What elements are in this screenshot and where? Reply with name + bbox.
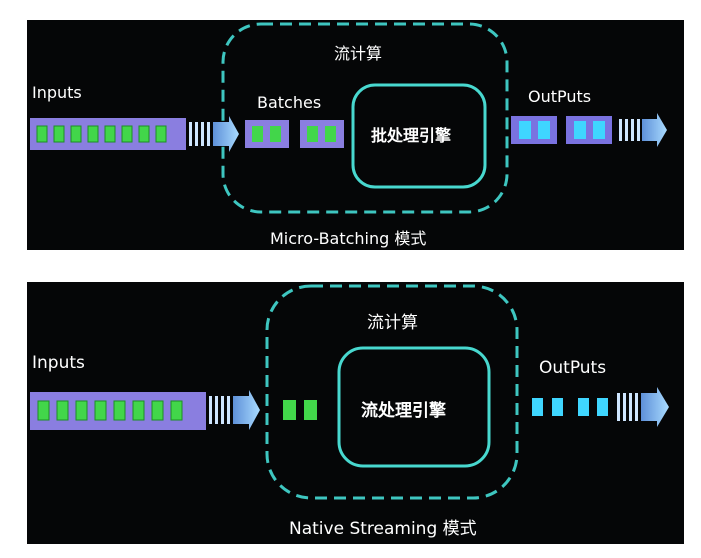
output-cell: [578, 398, 589, 416]
output-cell: [597, 398, 608, 416]
stream-compute-label: 流计算: [334, 44, 383, 63]
batch-engine-box: [351, 83, 487, 189]
input-cell: [113, 400, 126, 421]
stream-engine-label: 流处理引擎: [361, 401, 446, 421]
input-cell: [53, 125, 65, 143]
arrow-right-icon: [189, 116, 239, 152]
output-cell: [552, 398, 563, 416]
input-cell: [151, 400, 164, 421]
arrow-right-icon: [617, 387, 669, 427]
input-cell: [104, 125, 116, 143]
stream-compute-boundary: [265, 284, 519, 500]
batch-block: [300, 120, 344, 148]
event-cell: [283, 400, 296, 420]
batch-block: [245, 120, 289, 148]
output-cell: [593, 121, 605, 139]
batch-cell: [325, 126, 336, 142]
input-cell: [94, 400, 107, 421]
native-streaming-diagram: [30, 284, 669, 500]
batch-cell: [270, 126, 281, 142]
micro-batching-diagram: [30, 22, 667, 214]
outputs-label: OutPuts: [528, 87, 592, 106]
native-streaming-caption: Native Streaming 模式: [289, 519, 477, 539]
input-cell: [138, 125, 150, 143]
event-cell: [304, 400, 317, 420]
inputs-label: Inputs: [32, 83, 82, 102]
stream-compute-boundary: [221, 22, 509, 214]
arrow-right-icon: [619, 113, 667, 147]
stream-engine-box: [337, 346, 491, 468]
arrow-right-icon: [209, 390, 260, 430]
output-cell: [519, 121, 531, 139]
output-block: [511, 116, 557, 144]
input-cell: [155, 125, 167, 143]
batch-cell: [307, 126, 318, 142]
input-cell: [121, 125, 133, 143]
input-cells: [37, 400, 183, 421]
input-cell: [36, 125, 48, 143]
output-cell: [532, 398, 543, 416]
micro-batching-panel: Inputs 流计算 Batches 批处理引擎 OutPuts Micro-B…: [27, 20, 684, 250]
batches-label: Batches: [257, 93, 322, 112]
stream-compute-label: 流计算: [367, 313, 418, 333]
input-cell: [132, 400, 145, 421]
input-cell: [87, 125, 99, 143]
input-cell: [37, 400, 50, 421]
micro-batching-caption: Micro-Batching 模式: [270, 229, 427, 248]
native-streaming-panel: Inputs 流计算 流处理引擎 OutPuts Native Streamin…: [27, 282, 684, 544]
output-block: [566, 116, 612, 144]
outputs-label: OutPuts: [539, 358, 607, 378]
output-cell: [538, 121, 550, 139]
output-cell: [574, 121, 586, 139]
inputs-label: Inputs: [32, 353, 85, 373]
input-cell: [170, 400, 183, 421]
batch-cell: [252, 126, 263, 142]
batch-engine-label: 批处理引擎: [371, 126, 452, 145]
input-cell: [70, 125, 82, 143]
input-cell: [75, 400, 88, 421]
input-cells: [36, 125, 167, 143]
input-cell: [56, 400, 69, 421]
